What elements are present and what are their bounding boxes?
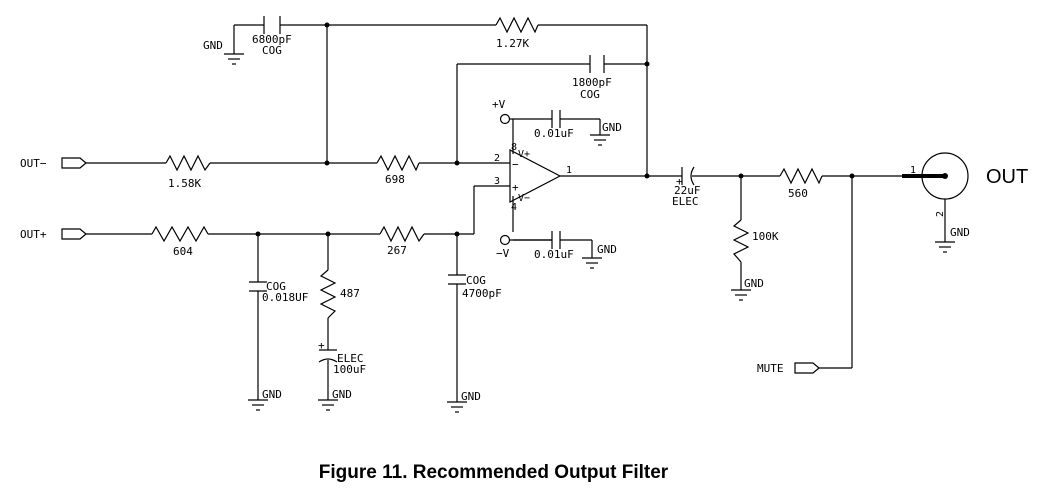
capacitor-1800pf-type: COG	[580, 88, 600, 101]
ground-symbol	[318, 399, 338, 411]
resistor-100k	[732, 219, 750, 263]
out-minus-port	[61, 157, 87, 169]
op-amp-pin-4: 4	[511, 202, 517, 213]
capacitor-100uf-polarity: +	[318, 339, 325, 352]
ground-symbol	[582, 257, 602, 269]
schematic-diagram: OUT− OUT+ MUTE	[20, 16, 1028, 413]
op-amp-inverting-mark: −	[512, 158, 519, 171]
out-label: OUT	[986, 166, 1028, 188]
positive-supply-terminal	[499, 113, 511, 125]
ground-label: GND	[262, 388, 282, 401]
resistor-267	[379, 225, 425, 243]
capacitor-6800pf-type: COG	[262, 44, 282, 57]
ground-label: GND	[744, 277, 764, 290]
capacitor-100uf	[318, 349, 338, 363]
capacitor-6800pf-value: 6800pF	[252, 33, 292, 46]
resistor-698	[376, 154, 420, 172]
positive-supply-label: +V	[492, 98, 506, 111]
op-amp-vminus: V−	[518, 193, 530, 204]
capacitor-22uf	[681, 166, 695, 186]
op-amp-pin-2: 2	[494, 153, 500, 164]
figure-caption: Figure 11. Recommended Output Filter	[318, 462, 669, 483]
resistor-487	[319, 269, 337, 319]
connector-pin-1: 1	[910, 165, 916, 176]
resistor-267-label: 267	[387, 244, 407, 257]
op-amp-pin-1: 1	[566, 165, 572, 176]
resistor-560-label: 560	[788, 187, 808, 200]
capacitor-22uf-value: 22uF	[674, 184, 701, 197]
capacitor-1800pf	[589, 55, 605, 73]
ground-label: GND	[950, 226, 970, 239]
ground-symbol	[248, 399, 268, 411]
resistor-1-27k-label: 1.27K	[496, 37, 529, 50]
resistor-487-label: 487	[340, 287, 360, 300]
resistor-1-58k-label: 1.58K	[168, 177, 201, 190]
resistor-698-label: 698	[385, 173, 405, 186]
ground-symbol	[590, 134, 610, 146]
ground-label: GND	[203, 39, 223, 52]
resistor-100k-label: 100K	[752, 230, 779, 243]
capacitor-0-01uf-top	[551, 110, 561, 128]
op-amp-noninverting-mark: +	[512, 181, 519, 194]
op-amp-pin-3: 3	[494, 176, 500, 187]
capacitor-100uf-value: 100uF	[333, 363, 366, 376]
junction-dots	[255, 22, 855, 237]
capacitor-0-01uf-bottom-label: 0.01uF	[534, 248, 574, 261]
wires	[86, 24, 902, 402]
capacitor-0-018uf-value: 0.018UF	[262, 291, 308, 304]
ground-label: GND	[461, 390, 481, 403]
capacitor-0-01uf-top-label: 0.01uF	[534, 127, 574, 140]
op-amp	[509, 149, 562, 203]
out-plus-label: OUT+	[20, 228, 47, 241]
capacitor-4700pf	[448, 274, 466, 285]
op-amp-pin-8: 8	[511, 142, 517, 153]
resistor-604-label: 604	[173, 245, 193, 258]
negative-supply-terminal	[499, 234, 511, 246]
out-plus-port	[61, 228, 87, 240]
negative-supply-label: −V	[496, 247, 510, 260]
ground-label: GND	[332, 388, 352, 401]
capacitor-100uf-type: ELEC	[337, 352, 364, 365]
ground-label: GND	[602, 121, 622, 134]
capacitor-1800pf-value: 1800pF	[572, 76, 612, 89]
capacitor-0-018uf-type: COG	[266, 280, 286, 293]
capacitor-0-01uf-bottom	[551, 231, 561, 249]
mute-port	[794, 362, 820, 374]
ground-symbol	[224, 53, 244, 65]
ground-symbol	[731, 289, 751, 301]
capacitor-4700pf-type: COG	[466, 274, 486, 287]
capacitor-22uf-type: ELEC	[672, 195, 699, 208]
ground-label: GND	[597, 243, 617, 256]
ground-symbol	[447, 401, 467, 413]
mute-label: MUTE	[757, 362, 784, 375]
resistor-604	[151, 225, 209, 243]
connector-pin-2: 2	[935, 211, 946, 217]
capacitor-4700pf-value: 4700pF	[462, 287, 502, 300]
capacitor-0-018uf	[249, 281, 267, 292]
op-amp-vplus: V+	[518, 149, 530, 160]
ground-symbol	[935, 241, 955, 253]
out-minus-label: OUT−	[20, 157, 47, 170]
resistor-1-27k	[495, 16, 539, 34]
capacitor-6800pf	[263, 16, 281, 34]
resistor-560	[779, 167, 823, 185]
capacitor-22uf-polarity: +	[676, 175, 683, 188]
resistor-1-58k	[165, 154, 211, 172]
